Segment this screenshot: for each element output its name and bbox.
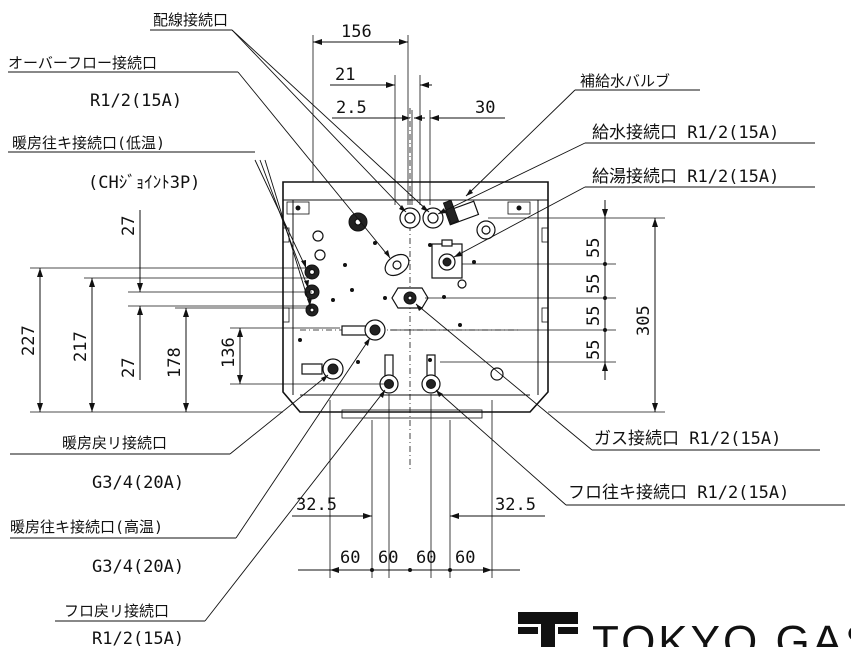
label-bath-return: フロ戻リ接続口 — [64, 602, 169, 620]
fitting-overflow — [348, 212, 368, 232]
dim-156: 156 — [341, 22, 372, 42]
fitting-heat-return — [301, 358, 344, 380]
dim-136: 136 — [219, 337, 239, 368]
label-bath-return-size: R1/2(15A) — [92, 629, 184, 647]
dim-55-3: 55 — [584, 306, 604, 326]
label-wiring: 配線接続口 — [153, 11, 228, 29]
dim-55-2: 55 — [584, 274, 604, 294]
label-hot-water: 給湯接続口 R1/2(15A) — [592, 167, 779, 187]
fitting-heat-low-3 — [305, 303, 319, 317]
dim-178: 178 — [165, 347, 185, 378]
dim-21: 21 — [335, 65, 355, 85]
leader-lines — [8, 29, 845, 622]
dim-217: 217 — [71, 331, 91, 362]
dim-27-bottom: 27 — [119, 358, 139, 378]
dim-32-5-left: 32.5 — [296, 495, 337, 515]
fitting-gas — [391, 287, 429, 309]
unit-body — [282, 181, 549, 419]
tokyo-gas-logo: TOKYO GAS — [518, 612, 851, 651]
dim-60-3: 60 — [416, 548, 436, 568]
label-heat-return-size: G3/4(20A) — [92, 473, 184, 493]
fitting-makeup-valve — [442, 199, 496, 240]
label-heat-out-high-size: G3/4(20A) — [92, 557, 184, 577]
label-heat-return: 暖房戻リ接続口 — [62, 434, 167, 452]
bottom-dimensions — [292, 394, 545, 578]
fitting-oval-center — [384, 253, 410, 277]
fitting-heat-high — [341, 319, 386, 341]
dim-60-1: 60 — [340, 548, 360, 568]
right-dimensions — [390, 200, 665, 413]
fitting-hot-water — [431, 239, 463, 279]
labels: 配線接続口 オーバーフロー接続口 R1/2(15A) 暖房往キ接続口(低温) (… — [8, 11, 789, 649]
dim-55-1: 55 — [584, 238, 604, 258]
label-overflow: オーバーフロー接続口 — [8, 54, 157, 72]
logo-mark-icon — [518, 612, 578, 647]
label-overflow-size: R1/2(15A) — [90, 91, 182, 111]
label-bath-out: フロ往キ接続口 R1/2(15A) — [568, 483, 789, 503]
label-water-supply: 給水接続口 R1/2(15A) — [592, 123, 779, 143]
fitting-misc — [298, 230, 504, 381]
label-heat-out-low: 暖房往キ接続口(低温) — [12, 134, 165, 152]
fitting-water-supply — [422, 207, 444, 229]
dim-60-4: 60 — [455, 548, 475, 568]
dim-60-2: 60 — [378, 548, 398, 568]
fitting-heat-low-1 — [304, 249, 326, 280]
left-dimensions — [30, 210, 385, 413]
label-makeup-valve: 補給水バルブ — [580, 72, 670, 90]
dim-30: 30 — [475, 98, 495, 118]
logo-text: TOKYO GAS — [592, 617, 851, 647]
fitting-wiring — [399, 207, 421, 229]
dimension-texts: 156 21 2.5 30 27 27 227 217 178 136 305 … — [19, 22, 654, 568]
label-gas: ガス接続口 R1/2(15A) — [594, 429, 781, 449]
dim-55-4: 55 — [584, 340, 604, 360]
dim-2-5: 2.5 — [336, 98, 367, 118]
fitting-bath-return — [379, 354, 399, 394]
label-heat-out-high: 暖房往キ接続口(高温) — [10, 518, 163, 536]
dim-27-top: 27 — [119, 216, 139, 236]
dim-305: 305 — [634, 305, 654, 336]
top-dimensions — [312, 35, 505, 205]
label-heat-out-low-sub: (CHｼﾞｮｲﾝﾄ3P) — [88, 173, 200, 193]
dim-227: 227 — [19, 325, 39, 356]
fitting-bath-out — [421, 354, 441, 394]
dim-32-5-right: 32.5 — [495, 495, 536, 515]
